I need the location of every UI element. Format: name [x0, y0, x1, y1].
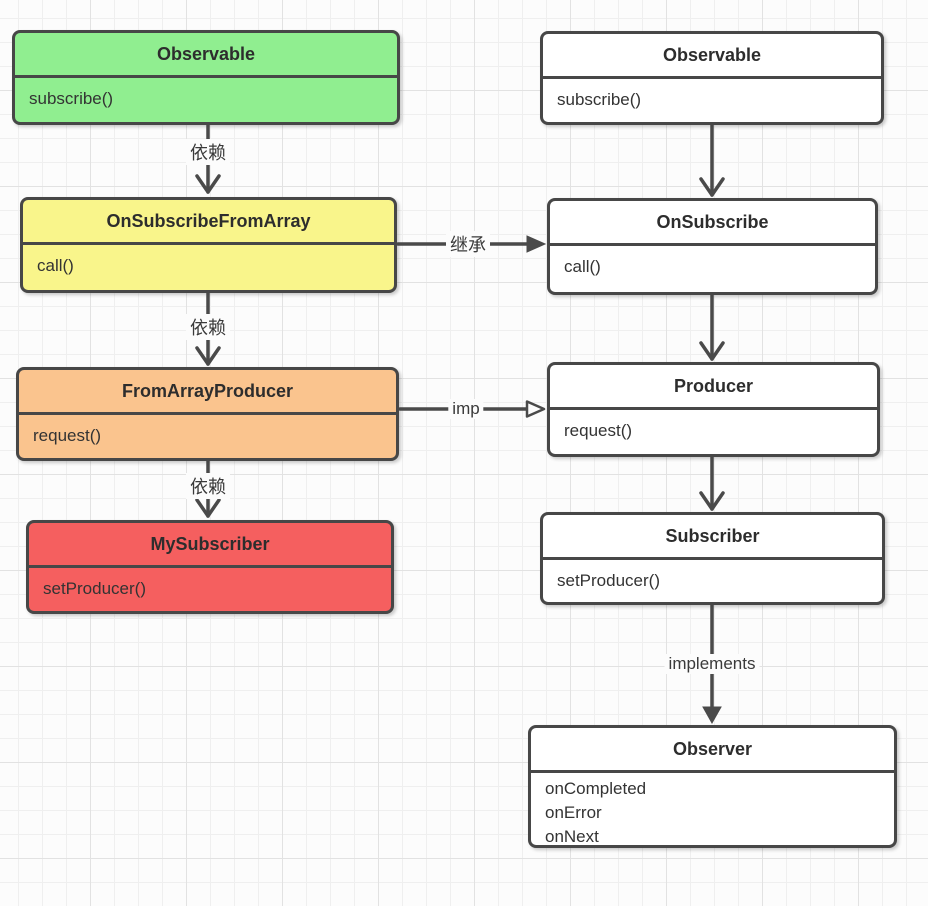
edge-label-dependency-1: 依赖: [186, 139, 230, 165]
method-label: onError: [545, 803, 602, 822]
method-label: call(): [564, 257, 601, 276]
class-title: FromArrayProducer: [19, 370, 396, 415]
class-methods: request(): [550, 410, 877, 443]
method-label: request(): [33, 426, 102, 445]
edge-label-implements: implements: [664, 654, 760, 674]
class-methods: subscribe(): [543, 79, 881, 112]
edge-label-dependency-3: 依赖: [186, 473, 230, 499]
class-box-onsubscribe: OnSubscribe call(): [547, 198, 878, 295]
class-methods: onCompleted onError onNext: [531, 773, 894, 846]
edge-label-dependency-2: 依赖: [186, 314, 230, 340]
class-title: MySubscriber: [29, 523, 391, 568]
class-box-onsubscribefromarray: OnSubscribeFromArray call(): [20, 197, 397, 293]
method-label: onNext: [545, 827, 599, 846]
edge-label-inherit: 继承: [446, 231, 490, 257]
class-box-observable-right: Observable subscribe(): [540, 31, 884, 125]
class-box-fromarrayproducer: FromArrayProducer request(): [16, 367, 399, 461]
class-box-mysubscriber: MySubscriber setProducer(): [26, 520, 394, 614]
class-methods: setProducer(): [543, 560, 882, 593]
edge-label-imp: imp: [448, 399, 484, 419]
class-methods: setProducer(): [29, 568, 391, 601]
class-box-subscriber: Subscriber setProducer(): [540, 512, 885, 605]
edge-producer-subscriber: [699, 455, 725, 511]
class-methods: call(): [23, 245, 394, 278]
class-methods: request(): [19, 415, 396, 448]
class-title: Observable: [15, 33, 397, 78]
method-label: onCompleted: [545, 779, 647, 798]
method-label: subscribe(): [29, 89, 114, 108]
method-label: setProducer(): [43, 579, 146, 598]
method-label: subscribe(): [557, 90, 642, 109]
class-box-observer: Observer onCompleted onError onNext: [528, 725, 897, 848]
class-title: OnSubscribeFromArray: [23, 200, 394, 245]
class-title: Producer: [550, 365, 877, 410]
class-methods: call(): [550, 246, 875, 279]
class-title: Observable: [543, 34, 881, 79]
class-title: Observer: [531, 728, 894, 773]
edge-observable-onsubscribe: [699, 123, 725, 197]
method-label: request(): [564, 421, 633, 440]
class-box-observable-left: Observable subscribe(): [12, 30, 400, 125]
class-title: Subscriber: [543, 515, 882, 560]
edge-onsubscribe-producer: [699, 293, 725, 361]
class-box-producer: Producer request(): [547, 362, 880, 457]
class-methods: subscribe(): [15, 78, 397, 111]
method-label: call(): [37, 256, 74, 275]
method-label: setProducer(): [557, 571, 660, 590]
class-title: OnSubscribe: [550, 201, 875, 246]
